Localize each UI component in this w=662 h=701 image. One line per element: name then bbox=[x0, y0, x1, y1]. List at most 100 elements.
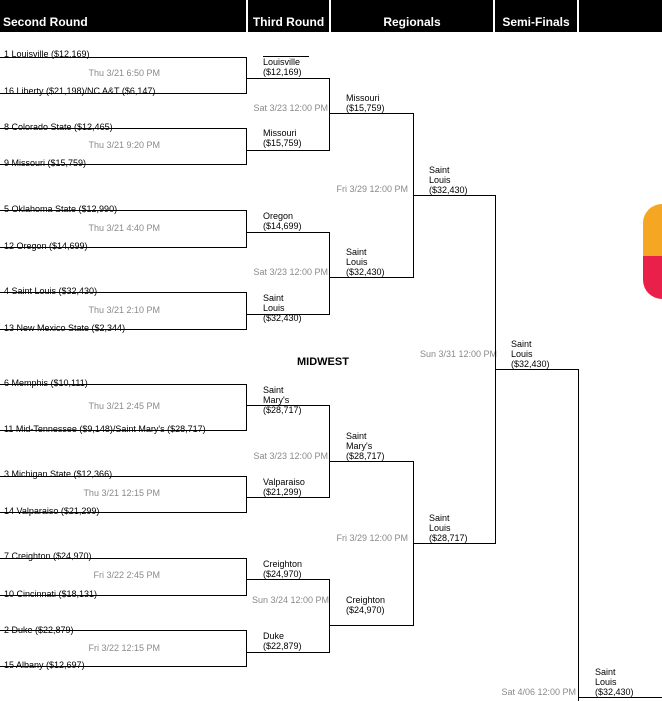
bracket-line bbox=[0, 164, 247, 165]
bracket-line bbox=[330, 277, 414, 278]
bracket-line bbox=[0, 247, 247, 248]
bracket-line bbox=[496, 369, 579, 370]
bracket-line bbox=[247, 150, 330, 151]
header-second-round: Second Round bbox=[0, 0, 246, 32]
bracket-line bbox=[329, 232, 330, 315]
bracket-line bbox=[0, 430, 247, 431]
bracket-line bbox=[0, 595, 247, 596]
bracket-line bbox=[246, 210, 247, 248]
bracket-line bbox=[0, 57, 247, 58]
second-round-top-team: 5 Oklahoma State ($12,990) bbox=[4, 204, 118, 214]
second-round-top-team: 7 Creighton ($24,970) bbox=[4, 551, 92, 561]
r3-winner: Oregon ($14,699) bbox=[263, 211, 302, 231]
final-winner: Saint Louis ($32,430) bbox=[595, 667, 634, 697]
bracket-line bbox=[0, 210, 247, 211]
bracket-line bbox=[414, 543, 496, 544]
bracket-line bbox=[330, 625, 414, 626]
bracket-line bbox=[247, 405, 330, 406]
r3-winner: Creighton ($24,970) bbox=[263, 559, 303, 579]
second-round-time: Thu 3/21 6:50 PM bbox=[88, 68, 160, 78]
bracket-line bbox=[578, 369, 579, 701]
r3-winner: Louisville ($12,169) bbox=[263, 56, 309, 77]
logo-partial-top bbox=[643, 204, 662, 256]
r3-winner: Missouri ($15,759) bbox=[263, 128, 302, 148]
r3-time: Sat 3/23 12:00 PM bbox=[253, 103, 328, 113]
regional-final-winner: Saint Louis ($32,430) bbox=[511, 339, 550, 369]
semi-time: Sun 3/31 12:00 PM bbox=[420, 349, 498, 359]
bracket-line bbox=[0, 512, 247, 513]
bracket-line bbox=[330, 113, 414, 114]
second-round-bottom-team: 14 Valparaiso ($21,299) bbox=[4, 506, 100, 516]
r3-time: Sat 3/23 12:00 PM bbox=[253, 451, 328, 461]
bracket-line bbox=[247, 78, 330, 79]
bracket-line bbox=[246, 558, 247, 596]
bracket-line bbox=[0, 476, 247, 477]
header-regionals-label: Regionals bbox=[383, 15, 441, 29]
second-round-bottom-team: 12 Oregon ($14,699) bbox=[4, 241, 88, 251]
header-third-round-label: Third Round bbox=[252, 15, 325, 29]
second-round-bottom-team: 10 Cincinnati ($18,131) bbox=[4, 589, 98, 599]
header-semi-finals: Semi-Finals bbox=[495, 0, 577, 32]
bracket-line bbox=[246, 57, 247, 94]
bracket-line bbox=[247, 579, 330, 580]
bracket-line bbox=[0, 384, 247, 385]
header-regionals: Regionals bbox=[331, 0, 493, 32]
r3-time: Sat 3/23 12:00 PM bbox=[253, 267, 328, 277]
header-semi-finals-label: Semi-Finals bbox=[502, 15, 570, 29]
second-round-top-team: 1 Louisville ($12,169) bbox=[4, 49, 90, 59]
bracket-line bbox=[247, 314, 330, 315]
second-round-bottom-team: 9 Missouri ($15,759) bbox=[4, 158, 87, 168]
second-round-top-team: 6 Memphis ($10,111) bbox=[4, 378, 88, 388]
logo-partial-bottom bbox=[643, 256, 662, 299]
bracket-line bbox=[579, 697, 662, 698]
header-final bbox=[579, 0, 662, 32]
bracket-line bbox=[247, 652, 330, 653]
second-round-time: Fri 3/22 2:45 PM bbox=[93, 570, 160, 580]
bracket-line bbox=[246, 384, 247, 431]
bracket-line bbox=[246, 292, 247, 330]
bracket-line bbox=[0, 93, 247, 94]
second-round-bottom-team: 16 Liberty ($21,198)/NC A&T ($6,147) bbox=[4, 86, 156, 96]
r3-winner: Saint Louis ($32,430) bbox=[263, 293, 302, 323]
r3-winner: Saint Mary's ($28,717) bbox=[263, 385, 302, 415]
regional-winner: Saint Mary's ($28,717) bbox=[346, 431, 385, 461]
bracket-line bbox=[329, 405, 330, 498]
second-round-top-team: 3 Michigan State ($12,366) bbox=[4, 469, 113, 479]
bracket-line bbox=[0, 558, 247, 559]
regional-time: Fri 3/29 12:00 PM bbox=[336, 184, 408, 194]
bracket-line bbox=[247, 497, 330, 498]
r3-time: Sun 3/24 12:00 PM bbox=[252, 595, 330, 605]
bracket-line bbox=[246, 476, 247, 513]
second-round-time: Thu 3/21 2:45 PM bbox=[88, 401, 160, 411]
bracket-line bbox=[330, 461, 414, 462]
second-round-bottom-team: 13 New Mexico State ($2,344) bbox=[4, 323, 126, 333]
bracket-line bbox=[246, 128, 247, 165]
second-round-bottom-team: 15 Albany ($12,697) bbox=[4, 660, 85, 670]
region-label: MIDWEST bbox=[297, 356, 349, 368]
bracket-line bbox=[495, 195, 496, 544]
regional-winner: Saint Louis ($32,430) bbox=[346, 247, 385, 277]
bracket-line bbox=[0, 329, 247, 330]
second-round-time: Fri 3/22 12:15 PM bbox=[88, 643, 160, 653]
final-time: Sat 4/06 12:00 PM bbox=[501, 687, 576, 697]
header-third-round: Third Round bbox=[248, 0, 329, 32]
bracket-line bbox=[414, 195, 496, 196]
header-second-round-label: Second Round bbox=[3, 15, 88, 29]
bracket-line bbox=[413, 461, 414, 626]
second-round-time: Thu 3/21 9:20 PM bbox=[88, 140, 160, 150]
bracket-line bbox=[0, 666, 247, 667]
second-round-time: Thu 3/21 12:15 PM bbox=[83, 488, 160, 498]
bracket-line bbox=[329, 78, 330, 151]
r3-winner: Duke ($22,879) bbox=[263, 631, 302, 651]
regional-time: Fri 3/29 12:00 PM bbox=[336, 533, 408, 543]
r3-winner: Valparaiso ($21,299) bbox=[263, 477, 305, 497]
second-round-time: Thu 3/21 2:10 PM bbox=[88, 305, 160, 315]
semi-winner: Saint Louis ($28,717) bbox=[429, 513, 468, 543]
bracket-line bbox=[247, 232, 330, 233]
bracket-line bbox=[413, 113, 414, 278]
bracket-line bbox=[246, 630, 247, 667]
second-round-time: Thu 3/21 4:40 PM bbox=[88, 223, 160, 233]
regional-winner: Missouri ($15,759) bbox=[346, 93, 385, 113]
semi-winner: Saint Louis ($32,430) bbox=[429, 165, 468, 195]
bracket-line bbox=[0, 292, 247, 293]
